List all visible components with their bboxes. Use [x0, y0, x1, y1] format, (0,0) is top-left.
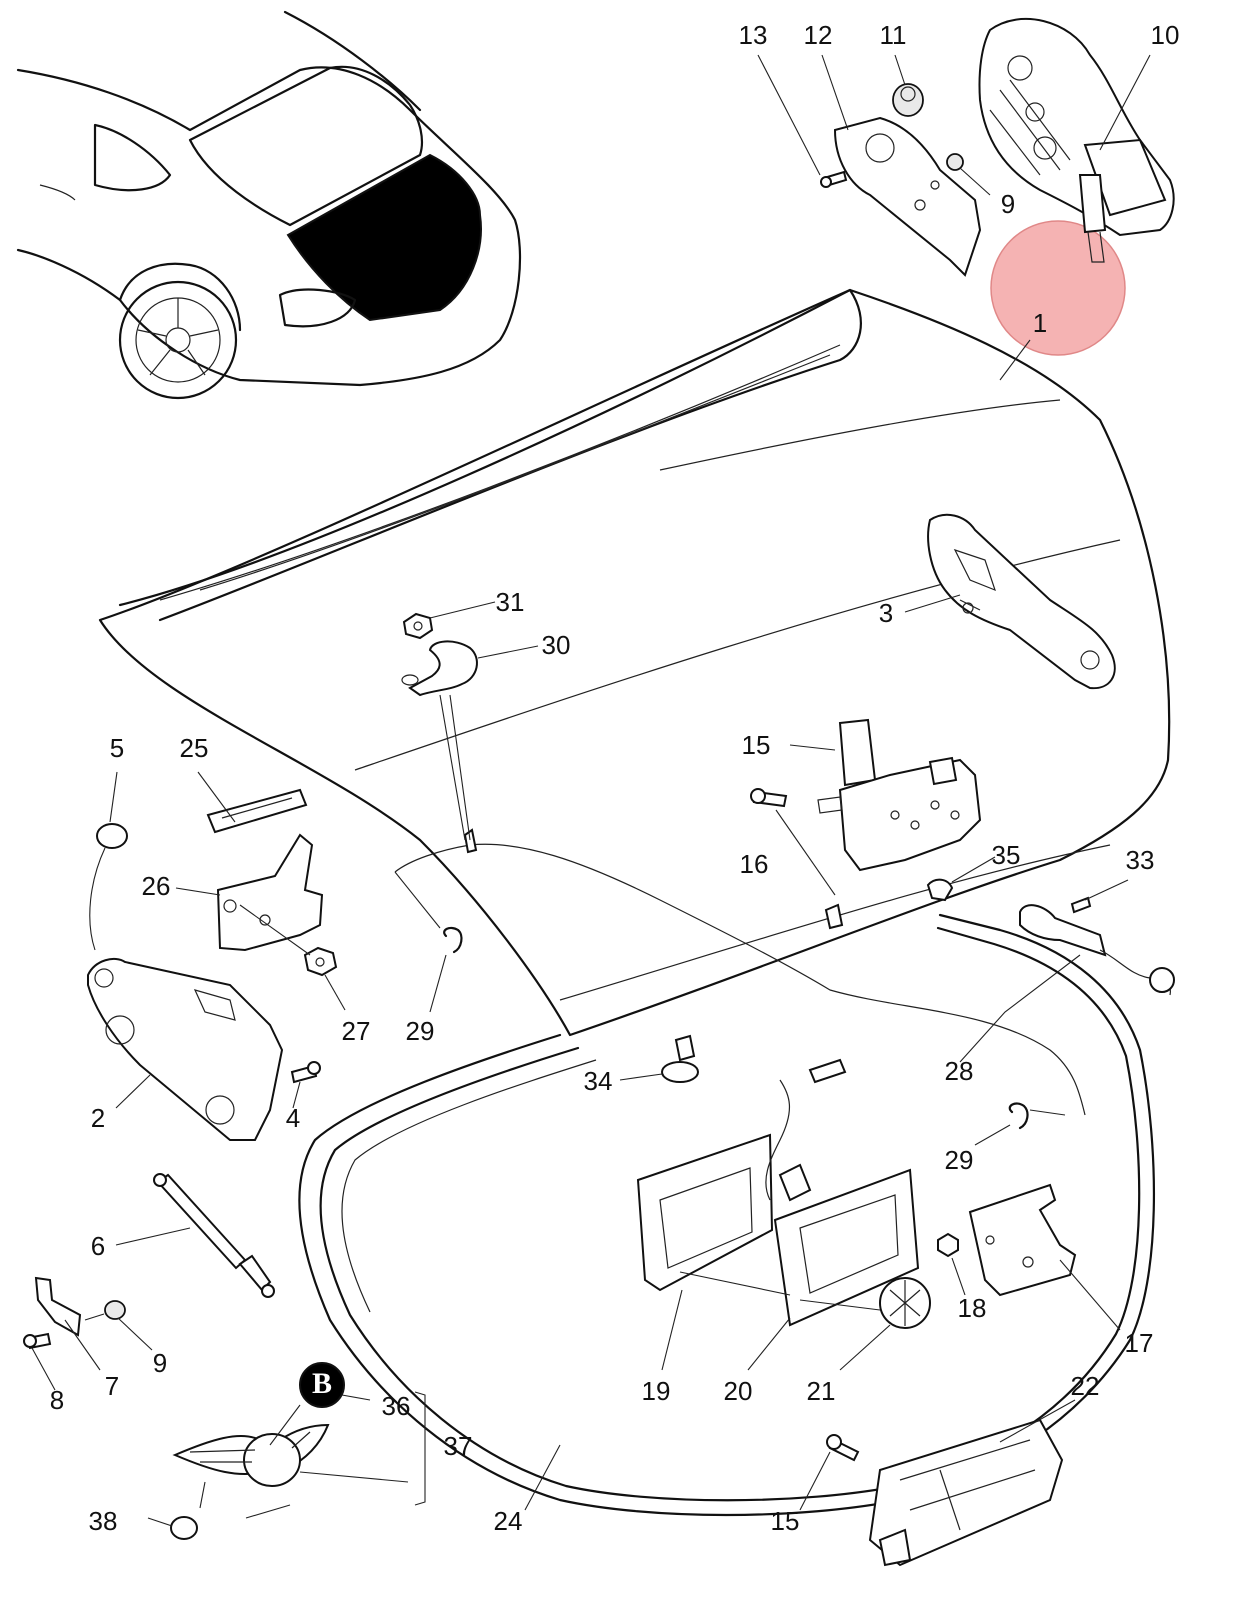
part-33-sensor-harness[interactable]: [1019, 896, 1175, 996]
callout-15-bottom[interactable]: 15: [771, 1506, 800, 1536]
callout-9-top[interactable]: 9: [1001, 189, 1015, 219]
part-9-nut-top[interactable]: [946, 153, 964, 171]
callout-25[interactable]: 25: [180, 733, 209, 763]
part-35-bump-stop[interactable]: [926, 878, 954, 902]
part-22-lock-motor[interactable]: [868, 1418, 1064, 1567]
part-15-bolt-bottom[interactable]: [826, 1434, 860, 1462]
callout-5[interactable]: 5: [110, 733, 124, 763]
callout-27[interactable]: 27: [342, 1016, 371, 1046]
part-8-bolt[interactable]: [23, 1332, 52, 1350]
callout-16[interactable]: 16: [740, 849, 769, 879]
part-30-clip[interactable]: [401, 640, 478, 697]
part-3-hinge-bracket[interactable]: [927, 513, 1116, 690]
callout-15-lock[interactable]: 15: [742, 730, 771, 760]
trunk-seal-24: [298, 913, 1156, 1517]
callout-19[interactable]: 19: [642, 1376, 671, 1406]
part-34-plunger[interactable]: [661, 1034, 699, 1083]
callout-20[interactable]: 20: [724, 1376, 753, 1406]
highlight-marker[interactable]: [990, 220, 1126, 356]
callout-35[interactable]: 35: [992, 840, 1021, 870]
part-16-bolts[interactable]: [750, 788, 844, 930]
callout-30[interactable]: 30: [542, 630, 571, 660]
callout-37[interactable]: 37: [444, 1431, 473, 1461]
callout-26[interactable]: 26: [142, 871, 171, 901]
part-38-grommet[interactable]: [170, 1516, 198, 1540]
part-31-nut[interactable]: [402, 612, 434, 640]
part-6-gas-strut[interactable]: [153, 1173, 275, 1298]
callout-6[interactable]: 6: [91, 1231, 105, 1261]
callout-4[interactable]: 4: [286, 1103, 300, 1133]
callout-34[interactable]: 34: [584, 1066, 613, 1096]
trunk-lid-highlight-shape: [286, 153, 482, 322]
callout-31[interactable]: 31: [496, 587, 525, 617]
car-overview-illustration: [16, 10, 522, 400]
callout-labels: 1 2 3 4 5 6 7 8 9 9 10 11 12 13 15 15 16…: [50, 20, 1180, 1536]
callout-38[interactable]: 38: [89, 1506, 118, 1536]
callout-22[interactable]: 22: [1071, 1371, 1100, 1401]
part-7-bracket[interactable]: [34, 1276, 82, 1337]
part-20-gasket[interactable]: [773, 1168, 920, 1327]
part-18-nut[interactable]: [937, 1232, 959, 1258]
leader-lines: [31, 54, 1151, 1527]
part-26-hinge-plate[interactable]: [216, 833, 324, 952]
part-21-cover-disc[interactable]: [879, 1277, 931, 1329]
svg-text:B: B: [312, 1367, 332, 1400]
callout-33[interactable]: 33: [1126, 845, 1155, 875]
part-11-grommet[interactable]: [892, 83, 924, 117]
trunk-lid-panel: [98, 288, 1171, 1037]
part-4-bolt[interactable]: [290, 1061, 321, 1084]
part-5-bump-stop[interactable]: [96, 823, 128, 849]
callout-36[interactable]: 36: [382, 1391, 411, 1421]
callout-2[interactable]: 2: [91, 1103, 105, 1133]
callout-28[interactable]: 28: [945, 1056, 974, 1086]
callout-21[interactable]: 21: [807, 1376, 836, 1406]
callout-8[interactable]: 8: [50, 1385, 64, 1415]
part-12-bracket[interactable]: [833, 116, 982, 277]
callout-13[interactable]: 13: [739, 20, 768, 50]
part-28-cable: [394, 828, 1086, 1116]
part-29-clip-right[interactable]: [1008, 1102, 1029, 1130]
callout-29-right[interactable]: 29: [945, 1145, 974, 1175]
part-17-bracket[interactable]: [968, 1183, 1077, 1297]
part-10-actuator[interactable]: [978, 17, 1175, 263]
callout-17[interactable]: 17: [1125, 1328, 1154, 1358]
callout-12[interactable]: 12: [804, 20, 833, 50]
part-25-handle[interactable]: [206, 788, 308, 834]
callout-24[interactable]: 24: [494, 1506, 523, 1536]
callout-10[interactable]: 10: [1151, 20, 1180, 50]
callout-1[interactable]: 1: [1033, 308, 1047, 338]
callout-9-left[interactable]: 9: [153, 1348, 167, 1378]
part-15-lock-actuator[interactable]: [817, 718, 982, 872]
part-36-badge[interactable]: B: [299, 1362, 345, 1408]
callout-29-left[interactable]: 29: [406, 1016, 435, 1046]
part-9-nut-left[interactable]: [104, 1300, 126, 1320]
callout-11[interactable]: 11: [880, 20, 907, 50]
part-27-nut[interactable]: [303, 946, 338, 977]
part-19-latch-housing[interactable]: [636, 1058, 847, 1292]
rear-wheel-illustration: [118, 280, 238, 400]
callout-7[interactable]: 7: [105, 1371, 119, 1401]
part-13-bolt[interactable]: [820, 170, 848, 188]
callout-3[interactable]: 3: [879, 598, 893, 628]
callout-18[interactable]: 18: [958, 1293, 987, 1323]
part-29-clip-left[interactable]: [443, 926, 463, 954]
part-2-hinge[interactable]: [87, 957, 284, 1141]
part-37-winged-emblem[interactable]: [172, 1423, 330, 1487]
